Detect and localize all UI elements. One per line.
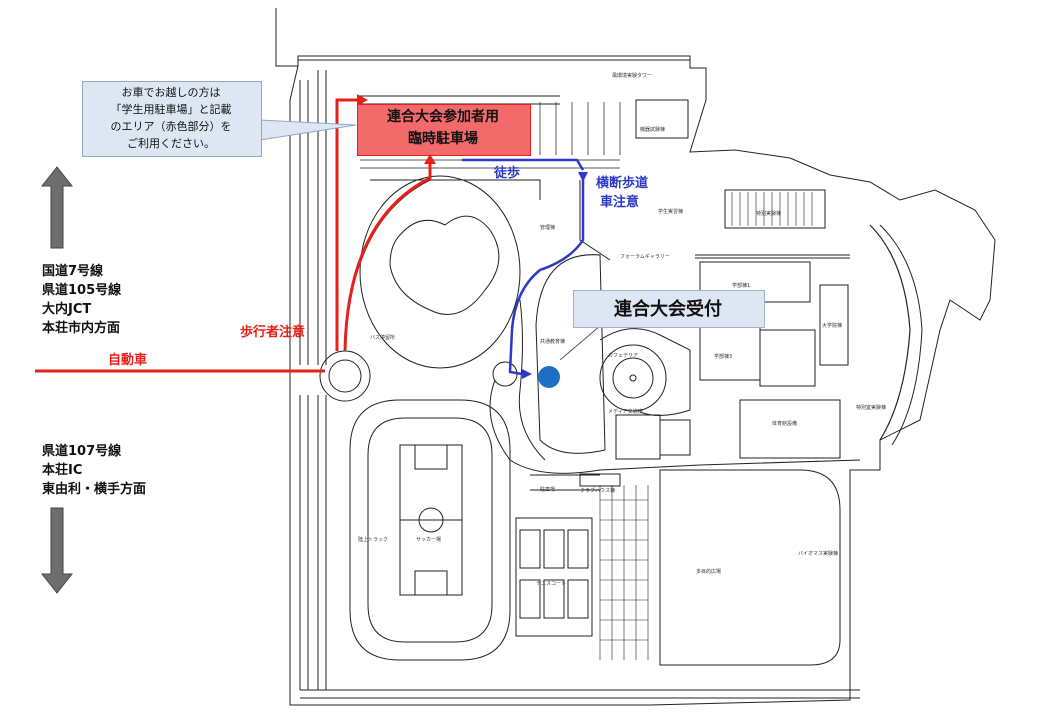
- direction-line: 県道105号線: [42, 283, 122, 298]
- walk-arrow-2: [522, 369, 532, 379]
- clubhouse-label: クラブハウス棟: [580, 488, 616, 494]
- biomass-label: バイオマス実験棟: [798, 551, 839, 557]
- walk-route: [462, 158, 585, 376]
- lecture3-label: 学部棟3: [714, 354, 733, 360]
- lab-building: [635, 99, 689, 139]
- lab-label: 機器試験棟: [640, 127, 666, 133]
- research-building: [724, 189, 826, 229]
- tennis-courts: [515, 517, 593, 637]
- car-notice-callout: [82, 81, 262, 157]
- roundabout: [319, 350, 371, 402]
- experiment-label: 特別室実験棟: [856, 405, 887, 411]
- student-hall-label: 学生実習棟: [658, 209, 684, 215]
- direction-line: 本荘IC: [42, 463, 83, 478]
- tower-label: 風環境実験タワー: [612, 73, 653, 79]
- temporary-parking-area: [357, 104, 531, 156]
- research-label: 特別実験棟: [756, 211, 782, 217]
- management-label: 管理棟: [540, 225, 556, 231]
- direction-line: 国道7号線: [42, 264, 104, 279]
- reception-marker: [538, 366, 560, 388]
- car-arrow-1: [357, 94, 368, 106]
- parking-rows: [360, 95, 560, 105]
- soccer-label: サッカー場: [416, 537, 442, 543]
- car-notice-line: お車でお越しの方は: [121, 86, 221, 99]
- gym: [739, 399, 841, 459]
- north-directions: 国道7号線 県道105号線 大内JCT 本荘市内方面: [42, 262, 121, 338]
- walk-label: 徒歩: [494, 166, 521, 181]
- direction-line: 大内JCT: [42, 302, 92, 317]
- south-directions: 県道107号線 本荘IC 東由利・横手方面: [42, 442, 146, 499]
- arrow-up-icon: [40, 166, 74, 249]
- parking-line: 臨時駐車場: [408, 131, 478, 147]
- lecture1-label: 学部棟1: [732, 283, 751, 289]
- cafeteria: [599, 344, 667, 412]
- direction-line: 本荘市内方面: [42, 321, 121, 336]
- multipurpose-field: [659, 469, 841, 666]
- arrow-down-icon: [40, 507, 74, 594]
- car-route: [35, 98, 432, 373]
- crosswalk-label: 横断歩道: [596, 176, 649, 191]
- car-notice-line: 「学生用駐車場」と記載: [110, 103, 232, 116]
- campus-boundary: [275, 8, 996, 706]
- track-outer: [349, 399, 511, 661]
- media-label: メディア交流棟: [608, 409, 643, 415]
- car-notice-line: のエリア（赤色部分）を: [110, 120, 232, 133]
- common-building: [535, 254, 606, 454]
- left-strip: [299, 70, 327, 365]
- tennis-label: テニスコート: [536, 581, 567, 587]
- park-circle: [359, 175, 521, 369]
- walk-arrow-1: [578, 172, 588, 182]
- field-label: 多目的広場: [696, 569, 722, 575]
- track-label: 陸上トラック: [358, 537, 389, 543]
- car-arrow-2: [424, 154, 436, 164]
- car-caution-label: 車注意: [600, 195, 640, 210]
- reception-callout: [573, 290, 765, 328]
- cafeteria-label: カフェテリア: [608, 353, 639, 359]
- university-label: 大学院棟: [822, 323, 843, 329]
- car-label: 自動車: [108, 353, 148, 368]
- parking-line: 連合大会参加者用: [387, 109, 499, 125]
- parking-small-label: 駐車場: [540, 487, 556, 493]
- common-label: 共通教育棟: [540, 339, 566, 345]
- east-stands: [869, 224, 911, 441]
- reception-label: 連合大会受付: [614, 299, 722, 320]
- forum-gallery-label: フォーラムギャラリー: [620, 254, 670, 260]
- car-notice-line: ご利用ください。: [127, 137, 215, 150]
- car-notice-text: お車でお越しの方は 「学生用駐車場」と記載 のエリア（赤色部分）を ご利用くださ…: [82, 84, 260, 152]
- bus-stop-label: バス停留所: [370, 335, 396, 341]
- gym-label: 体育館設備: [772, 421, 798, 427]
- pedestrian-caution-label: 歩行者注意: [240, 325, 306, 340]
- direction-line: 東由利・横手方面: [42, 482, 147, 497]
- direction-line: 県道107号線: [42, 444, 122, 459]
- temporary-parking-label: 連合大会参加者用 臨時駐車場: [357, 106, 529, 150]
